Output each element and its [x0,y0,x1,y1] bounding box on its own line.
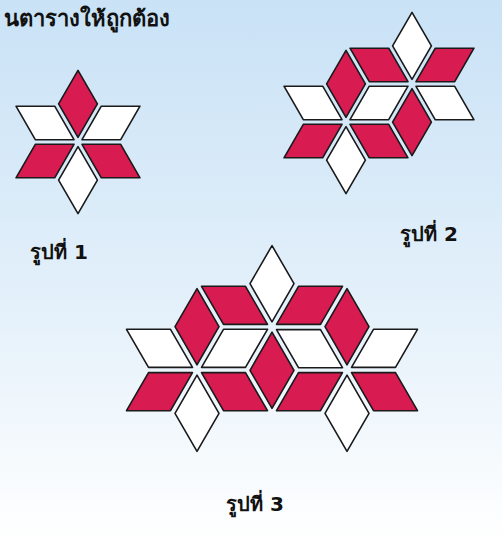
heading: นตารางให้ถูกต้อง [4,6,170,32]
caption-text: รูปที่ 3 [226,492,284,516]
figure-caption: รูปที่ 3 [226,492,284,516]
rhombus [82,144,140,178]
rhombus [284,86,342,120]
figure-caption: รูปที่ 1 [30,240,88,264]
rhombus [16,106,74,140]
rhombus [350,48,408,81]
caption-text: รูปที่ 1 [30,240,88,264]
rhombus [202,286,268,324]
heading-text: นตารางให้ถูกต้อง [4,6,170,31]
rhombus [127,329,193,367]
rhombus [416,86,474,120]
caption-text: รูปที่ 2 [400,222,458,246]
rhombus [325,289,369,365]
figure-caption: รูปที่ 2 [400,222,458,246]
rhombus [352,373,418,411]
